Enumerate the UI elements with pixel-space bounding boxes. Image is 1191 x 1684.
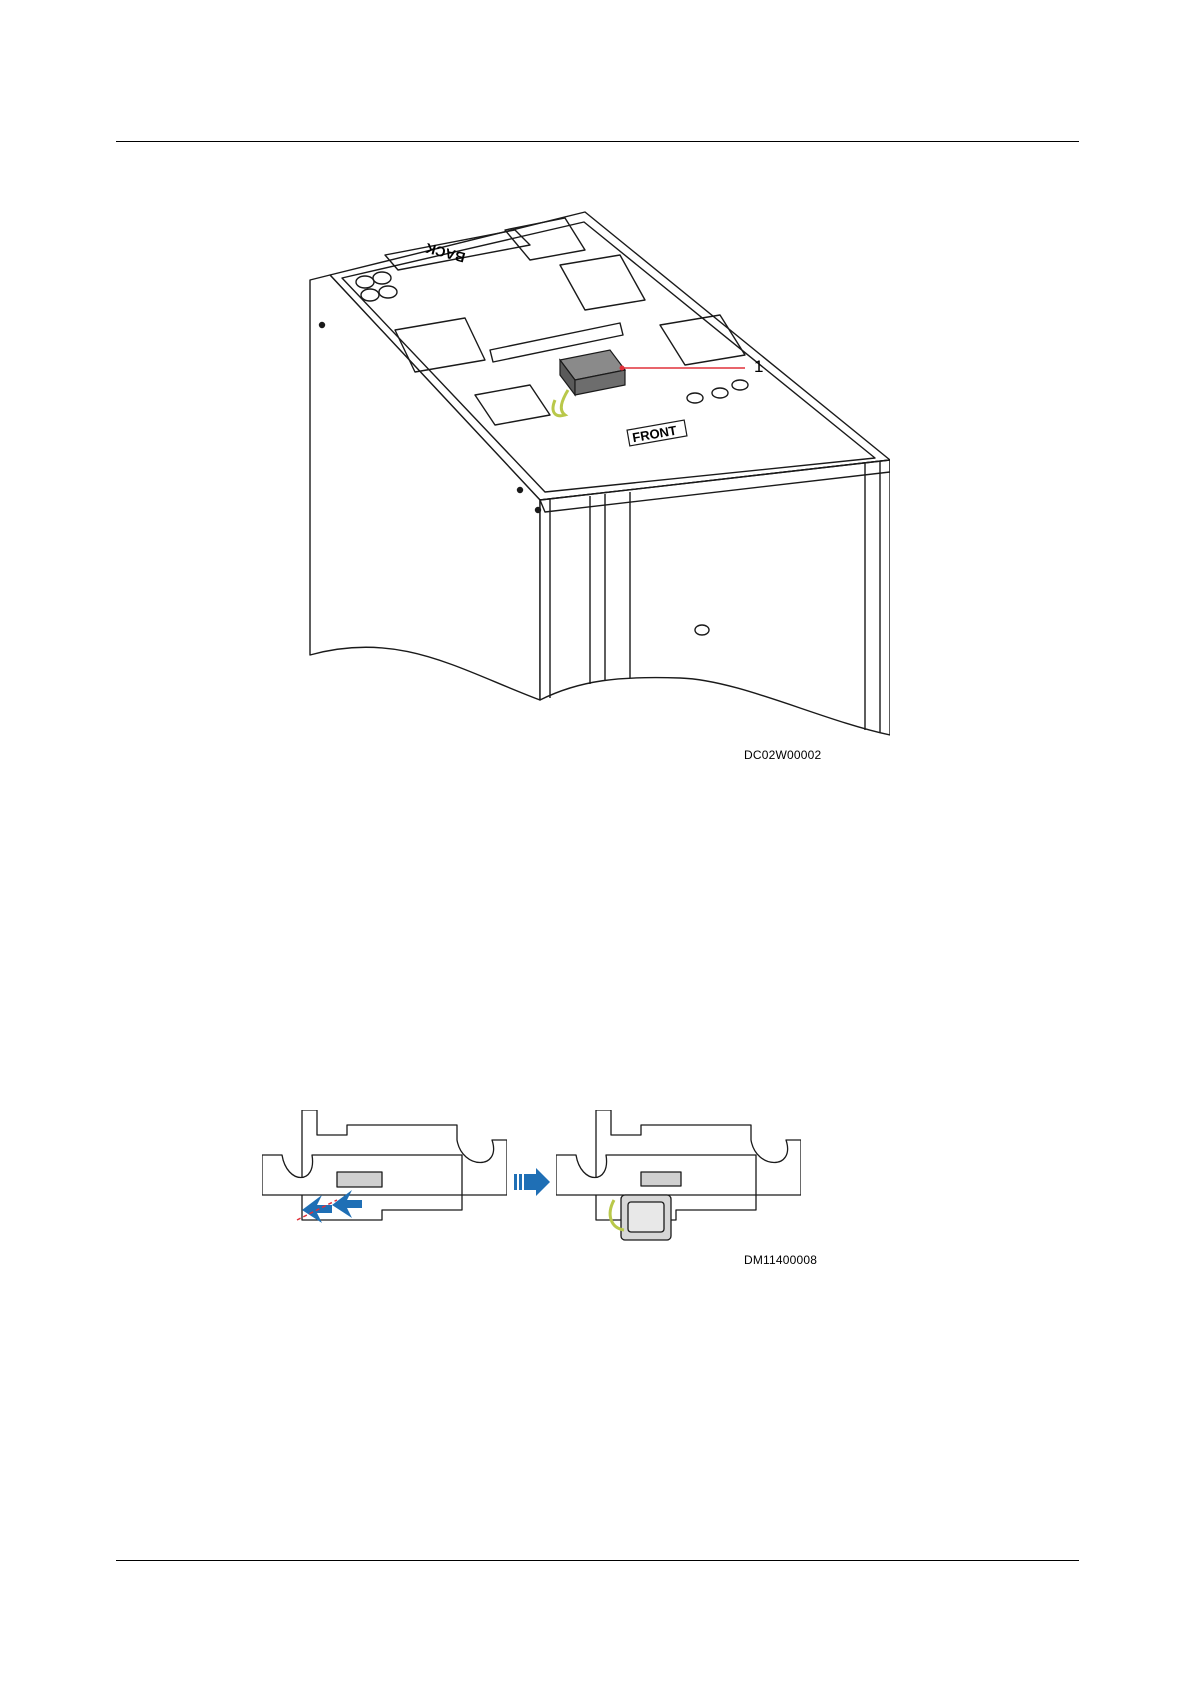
- cabinet-figure: BACK FRONT: [300, 200, 890, 780]
- footer-rule: [116, 1560, 1079, 1561]
- mounting-figure-after: [556, 1110, 801, 1250]
- figure-1-code: DC02W00002: [744, 748, 821, 762]
- arrow-right-icon: [514, 1168, 550, 1196]
- bracket-before-illustration: [262, 1110, 507, 1230]
- mounting-figure-before: [262, 1110, 507, 1230]
- callout-number: 1: [754, 357, 763, 377]
- figure-2-code: DM11400008: [744, 1253, 817, 1267]
- device-box: [621, 1195, 671, 1240]
- bracket-after-illustration: [556, 1110, 801, 1250]
- header-rule: [116, 141, 1079, 142]
- cabinet-illustration: BACK FRONT: [300, 200, 890, 780]
